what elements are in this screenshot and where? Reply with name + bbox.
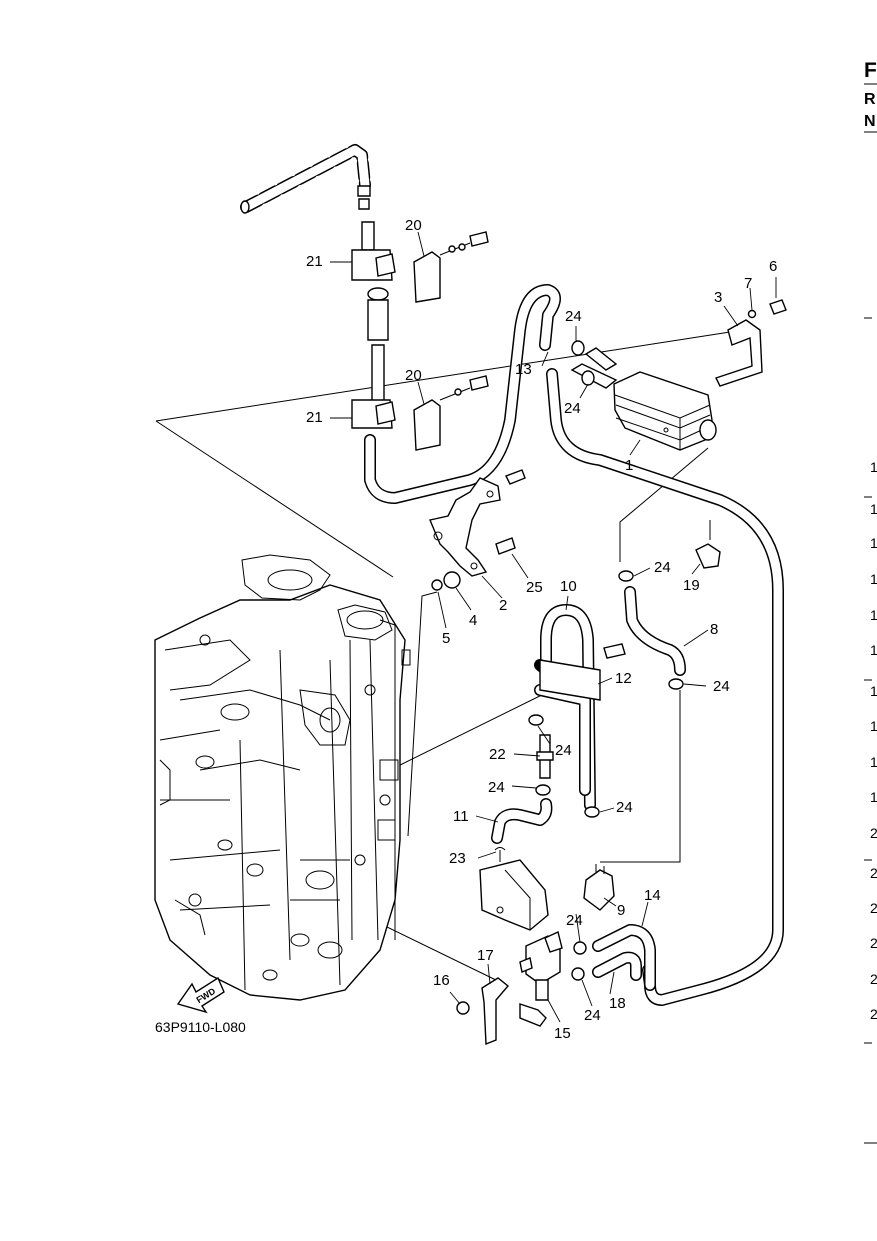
bracket-3 bbox=[715, 299, 787, 387]
callout-24: 24 bbox=[565, 308, 582, 325]
callout-24: 24 bbox=[566, 912, 583, 929]
side-number: 1 bbox=[870, 459, 877, 475]
side-number: 1 bbox=[870, 683, 877, 699]
callout-5: 5 bbox=[442, 630, 450, 647]
side-number: 1 bbox=[870, 754, 877, 770]
reference-lines bbox=[155, 331, 731, 983]
hose-11 bbox=[491, 798, 553, 844]
fuel-filter-assembly bbox=[351, 221, 489, 451]
callout-18: 18 bbox=[609, 995, 626, 1012]
reference-line bbox=[407, 591, 438, 837]
side-number: 1 bbox=[870, 642, 877, 658]
hose-14 bbox=[592, 924, 656, 991]
callout-20: 20 bbox=[405, 217, 422, 234]
side-number: 1 bbox=[870, 501, 877, 517]
side-number: 2 bbox=[870, 900, 877, 916]
bracket-2 bbox=[429, 469, 526, 591]
callout-21: 21 bbox=[306, 409, 323, 426]
long-hose bbox=[546, 368, 784, 1006]
callout-8: 8 bbox=[710, 621, 718, 638]
fwd-arrow: FWD bbox=[176, 976, 225, 1014]
callout-24: 24 bbox=[555, 742, 572, 759]
reference-line bbox=[155, 331, 731, 578]
callout-24: 24 bbox=[564, 400, 581, 417]
side-index-column: F R N 1 1 1 1 1 1 1 1 1 1 2 2 2 2 2 2 bbox=[864, 59, 877, 1144]
joint-22 bbox=[536, 734, 554, 779]
callout-17: 17 bbox=[477, 947, 494, 964]
diagram-code: 63P9110-L080 bbox=[155, 1019, 246, 1035]
callout-14: 14 bbox=[644, 887, 661, 904]
callout-2: 2 bbox=[499, 597, 507, 614]
callout-12: 12 bbox=[615, 670, 632, 687]
leader-lines bbox=[330, 231, 777, 1023]
side-number: 1 bbox=[870, 718, 877, 734]
callout-22: 22 bbox=[489, 746, 506, 763]
side-header-letter: R bbox=[864, 91, 876, 108]
callout-24: 24 bbox=[488, 779, 505, 796]
side-number: 2 bbox=[870, 971, 877, 987]
callout-19: 19 bbox=[683, 577, 700, 594]
side-number: 1 bbox=[870, 789, 877, 805]
callout-24: 24 bbox=[616, 799, 633, 816]
hose-13 bbox=[364, 284, 561, 504]
hose-8 bbox=[624, 543, 721, 676]
hose-18 bbox=[592, 951, 642, 981]
side-number: 1 bbox=[870, 607, 877, 623]
callout-20: 20 bbox=[405, 367, 422, 384]
callout-24: 24 bbox=[584, 1007, 601, 1024]
callout-10: 10 bbox=[560, 578, 577, 595]
side-number: 2 bbox=[870, 1006, 877, 1022]
side-number: 1 bbox=[870, 535, 877, 551]
callout-3: 3 bbox=[714, 289, 722, 306]
callout-23: 23 bbox=[449, 850, 466, 867]
valve-15 bbox=[519, 931, 563, 1001]
side-number: 2 bbox=[870, 825, 877, 841]
bracket-17 bbox=[456, 977, 547, 1046]
side-number: 1 bbox=[870, 571, 877, 587]
side-number: 2 bbox=[870, 865, 877, 881]
callout-25: 25 bbox=[526, 579, 543, 596]
callout-4: 4 bbox=[469, 612, 477, 629]
callout-6: 6 bbox=[769, 258, 777, 275]
vapor-canister bbox=[570, 347, 717, 451]
callout-24: 24 bbox=[654, 559, 671, 576]
callout-21: 21 bbox=[306, 253, 323, 270]
side-header-letter: N bbox=[864, 113, 876, 130]
solenoid-valve-9 bbox=[583, 864, 615, 911]
vent-hose-top bbox=[240, 144, 371, 214]
callout-9: 9 bbox=[617, 902, 625, 919]
callout-16: 16 bbox=[433, 972, 450, 989]
reference-line bbox=[600, 690, 681, 863]
callout-15: 15 bbox=[554, 1025, 571, 1042]
callout-11: 11 bbox=[453, 808, 469, 825]
callout-labels: 1 2 3 4 5 6 7 8 9 10 11 12 13 14 15 16 1… bbox=[306, 217, 777, 1042]
callout-7: 7 bbox=[744, 275, 752, 292]
clamp-24-group bbox=[528, 340, 684, 981]
reference-line bbox=[389, 685, 561, 771]
callout-1: 1 bbox=[625, 457, 633, 474]
side-header-letter: F bbox=[864, 59, 877, 82]
thermostat-housing bbox=[479, 847, 549, 931]
hose-10 bbox=[534, 604, 626, 811]
callout-13: 13 bbox=[515, 361, 532, 378]
callout-24: 24 bbox=[713, 678, 730, 695]
side-number: 2 bbox=[870, 935, 877, 951]
reference-line bbox=[619, 447, 709, 562]
engine-block bbox=[154, 554, 411, 1001]
